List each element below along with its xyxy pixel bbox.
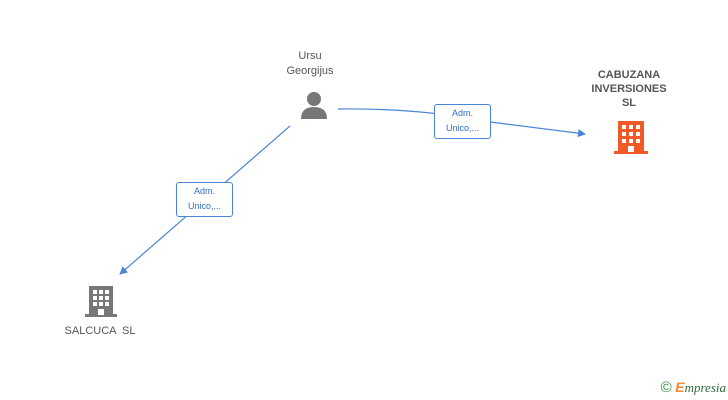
- copyright-symbol: ©: [660, 379, 672, 396]
- person-icon[interactable]: [299, 90, 329, 125]
- person-name[interactable]: Ursu Georgijus: [270, 49, 350, 79]
- company-secondary-label: SALCUCA SL: [64, 325, 136, 337]
- edge-label-line1: Adm.: [451, 108, 473, 118]
- brand-watermark: © Empresia: [661, 379, 726, 396]
- edge-label-salcuca[interactable]: Adm. Unico,...: [176, 182, 233, 217]
- company-main-line3: SL: [621, 97, 637, 109]
- company-secondary-name[interactable]: SALCUCA SL: [48, 324, 152, 339]
- building-icon[interactable]: [85, 284, 117, 323]
- person-name-line1: Ursu: [298, 50, 322, 62]
- company-main-name[interactable]: CABUZANA INVERSIONES SL: [574, 68, 684, 110]
- edge-label-cabuzana[interactable]: Adm. Unico,...: [434, 104, 491, 139]
- edge-label-line2: Unico,...: [445, 123, 479, 133]
- edge-label-line1: Adm.: [193, 186, 215, 196]
- person-name-line2: Georgijus: [286, 65, 334, 77]
- edge-label-line2: Unico,...: [187, 201, 221, 211]
- company-main-line2: INVERSIONES: [591, 83, 667, 95]
- brand-logo-initial: E: [675, 379, 685, 395]
- building-icon[interactable]: [614, 119, 648, 160]
- company-main-line1: CABUZANA: [597, 69, 661, 81]
- brand-logo-text: mpresia: [684, 380, 726, 395]
